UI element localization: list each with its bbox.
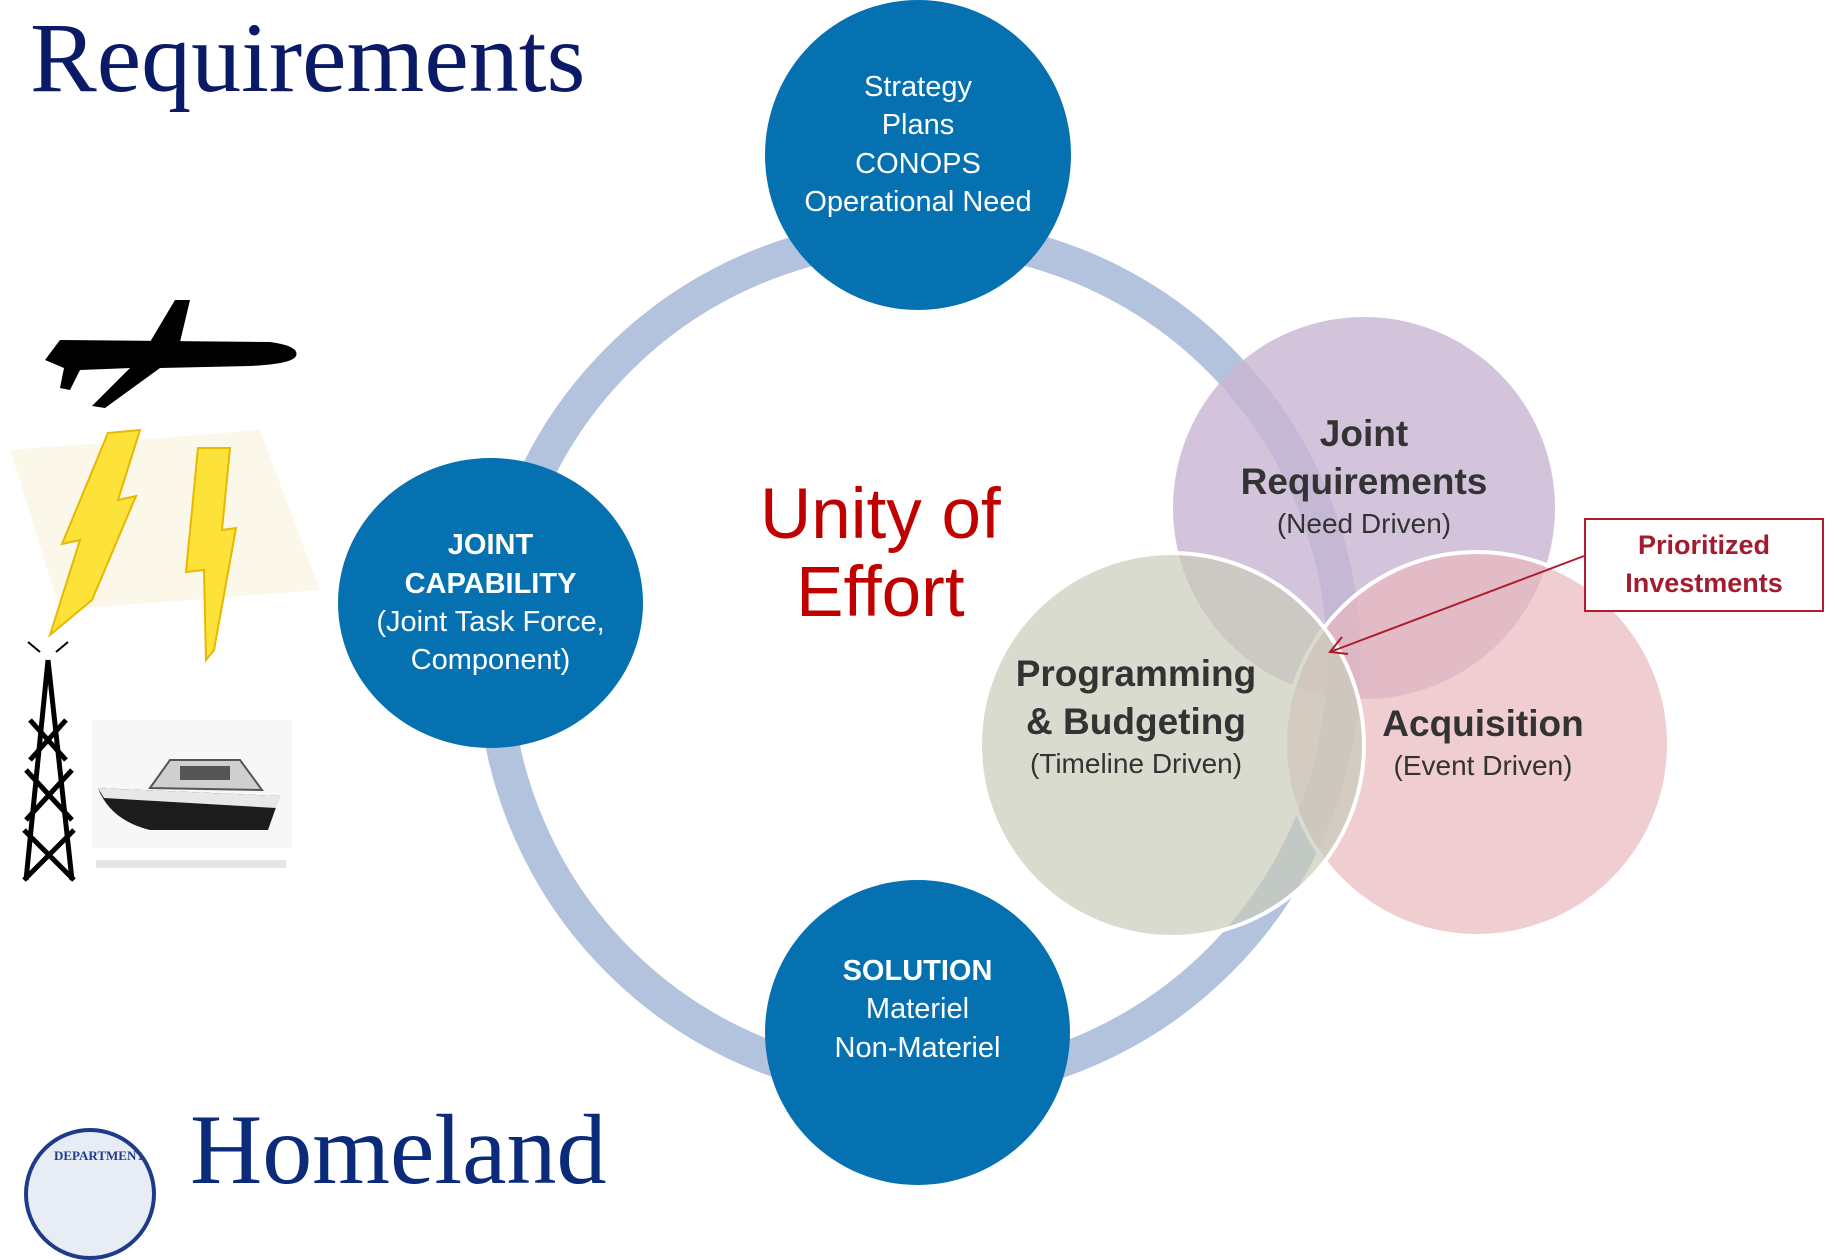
node-strategy-line: Strategy	[864, 71, 972, 103]
callout-arrowhead	[1328, 636, 1349, 655]
lightning-backdrop	[10, 430, 320, 610]
venn-title: Joint	[1319, 413, 1409, 454]
node-joint-capability-title: CAPABILITY	[404, 567, 577, 600]
node-joint-capability-line: Component)	[410, 644, 571, 677]
lightning-icon	[48, 428, 142, 638]
node-solution-line: Materiel	[865, 993, 970, 1026]
callout-line: Investments	[1625, 568, 1783, 598]
venn-title: Requirements	[1240, 461, 1488, 503]
venn-label-programming-budgeting: Programming & Budgeting (Timeline Driven…	[1016, 650, 1257, 783]
node-strategy-line: Operational Need	[804, 185, 1032, 218]
airplane-icon	[45, 300, 297, 408]
venn-title: Acquisition	[1382, 703, 1584, 744]
center-text-line: Unity of	[760, 475, 1001, 554]
radio-tower-icon	[22, 641, 76, 882]
unity-of-effort-text: Unity of Effort	[760, 475, 1001, 633]
venn-label-joint-requirements: Joint Requirements (Need Driven)	[1241, 410, 1488, 543]
footer-org-text: Homeland	[190, 1094, 607, 1205]
page-title: Requirements	[30, 2, 586, 113]
callout-line: Prioritized	[1637, 530, 1771, 561]
node-strategy-line: CONOPS	[855, 147, 981, 180]
seal-text: DEPARTMENT	[54, 1148, 146, 1163]
node-strategy-line: Plans	[881, 109, 955, 142]
venn-title: Programming	[1015, 653, 1257, 694]
center-text-line: Effort	[796, 553, 965, 633]
callout-arrow	[1329, 555, 1585, 653]
boat-icon	[92, 720, 292, 868]
node-joint-capability-title: JOINT	[447, 529, 534, 562]
node-joint-capability-line: (Joint Task Force,	[376, 606, 605, 638]
venn-label-acquisition: Acquisition (Event Driven)	[1382, 700, 1583, 785]
venn-subtitle: (Need Driven)	[1276, 508, 1452, 540]
diagram-canvas	[477, 218, 1671, 1102]
node-solution-line: Non-Materiel	[834, 1031, 1001, 1064]
node-solution-title: SOLUTION	[842, 955, 993, 987]
lightning-icon	[184, 447, 238, 663]
venn-circle-programming-budgeting	[978, 551, 1366, 939]
illustrations-panel	[10, 300, 320, 882]
venn-title: & Budgeting	[1026, 701, 1246, 743]
node-solution: SOLUTION Materiel Non-Materiel	[765, 880, 1070, 1185]
prioritized-investments-callout: Prioritized Investments	[1584, 518, 1824, 612]
node-strategy: Strategy Plans CONOPS Operational Need	[765, 0, 1071, 310]
venn-subtitle: (Event Driven)	[1393, 750, 1573, 782]
dhs-seal-logo: DEPARTMENT	[24, 1128, 156, 1260]
venn-subtitle: (Timeline Driven)	[1029, 748, 1243, 780]
node-joint-capability: JOINT CAPABILITY (Joint Task Force, Comp…	[338, 458, 643, 748]
